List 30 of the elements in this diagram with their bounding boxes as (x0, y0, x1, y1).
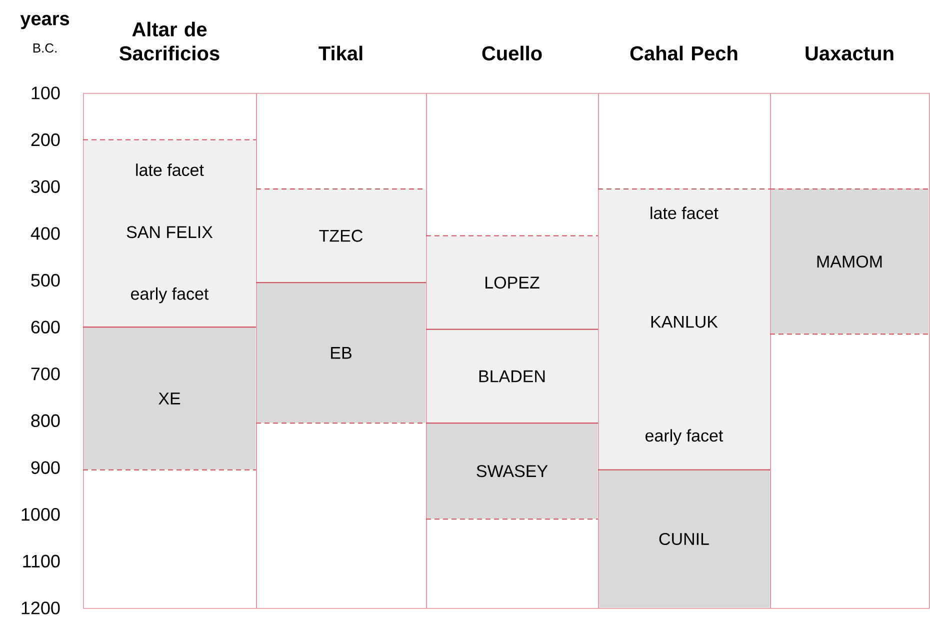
tick-label: 700 (31, 368, 60, 380)
tick-label: 500 (31, 274, 60, 287)
period-band: TZEC (256, 188, 426, 284)
period-band: BLADEN (426, 328, 598, 424)
tick-label: 600 (31, 320, 60, 334)
tick-label: 400 (30, 227, 60, 240)
period-band: EB (256, 282, 426, 424)
column-heading: Altar de Sacrificios (120, 22, 220, 60)
tick-label: 1100 (23, 554, 60, 568)
tick-label: 900 (31, 461, 60, 474)
tick-label: 1000 (22, 508, 60, 521)
period-band: CUNIL (598, 469, 770, 608)
period-band: MAMOM (770, 188, 930, 335)
period-band: XE (82, 326, 256, 470)
tick-label: 100 (32, 86, 60, 100)
tick-label: 300 (31, 180, 60, 193)
tick-label: 1200 (22, 602, 60, 614)
column-heading: Cahal Pech (630, 46, 738, 60)
period-band: LOPEZ (426, 235, 598, 330)
period-band: SWASEY (426, 422, 598, 520)
tick-label: 800 (31, 414, 60, 428)
node-label: XE (158, 392, 180, 404)
node-label: LOPEZ (486, 276, 540, 289)
node-label: BLADEN (479, 370, 545, 382)
tick-label: 200 (31, 133, 60, 146)
axis-unit: B.C. (33, 43, 56, 53)
column-heading: Cuello (482, 46, 542, 60)
column-heading: Uaxactun (806, 46, 894, 60)
axis-title: years (20, 14, 70, 30)
column-heading: Tikal (318, 46, 362, 60)
